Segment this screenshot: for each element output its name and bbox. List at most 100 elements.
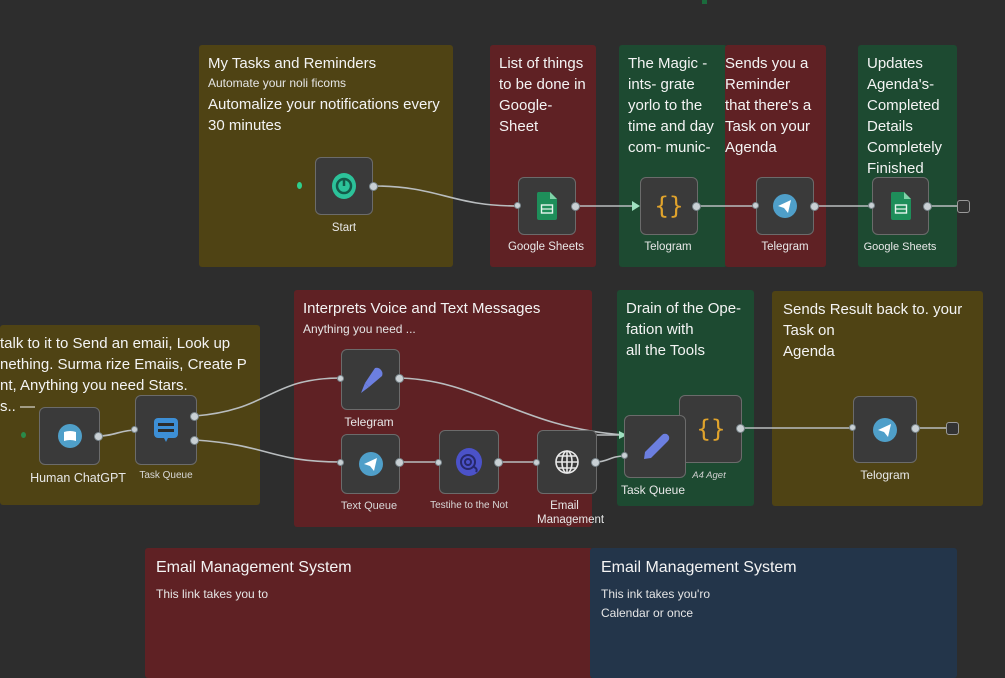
node-email-management[interactable]	[537, 430, 597, 494]
node-telegram-reminder[interactable]	[756, 177, 814, 235]
input-port[interactable]	[533, 459, 540, 466]
output-port[interactable]	[923, 202, 932, 211]
node-label: Task Queue	[620, 483, 686, 497]
node-label: Testihe to the Not	[430, 500, 508, 511]
output-port[interactable]	[190, 412, 199, 421]
node-label: Telogram	[644, 241, 692, 253]
node-testihe[interactable]	[439, 430, 499, 494]
connection-taskqueue-to-textqueue	[194, 439, 342, 463]
node-label: Google Sheets	[507, 241, 585, 253]
input-port[interactable]	[337, 459, 344, 466]
group-email-management-system[interactable]: Email Management System This link takes …	[145, 548, 593, 678]
node-label: Human ChatGPT	[30, 471, 126, 485]
connection-start-to-gsheets	[372, 185, 519, 207]
node-label: Start	[331, 222, 357, 234]
node-text-queue[interactable]	[341, 434, 400, 494]
arrow-head	[632, 201, 640, 211]
input-port[interactable]	[752, 202, 759, 209]
output-port[interactable]	[911, 424, 920, 433]
openai-icon	[456, 448, 482, 476]
node-label: A4 Aget	[692, 470, 726, 481]
svg-text:{}: {}	[655, 192, 684, 220]
output-port[interactable]	[395, 374, 404, 383]
node-label: Telogram	[860, 468, 910, 482]
input-port[interactable]	[621, 452, 628, 459]
output-port[interactable]	[810, 202, 819, 211]
group-description-line: nt, Anything you need Stars.	[0, 377, 188, 394]
input-port[interactable]	[131, 426, 138, 433]
connection-taskqueue-to-voice	[194, 377, 342, 417]
node-telegram-voice[interactable]	[341, 349, 400, 410]
node-start[interactable]	[315, 157, 373, 215]
node-google-sheets-2[interactable]	[872, 177, 929, 235]
node-telegram-final[interactable]	[853, 396, 917, 463]
globe-icon	[555, 450, 579, 474]
input-port[interactable]	[337, 375, 344, 382]
group-description-line: talk to it to Send an emaii, Look up	[0, 335, 231, 352]
group-description: The Magic - ints- grate yorlo to the tim…	[628, 55, 714, 156]
output-port[interactable]	[571, 202, 580, 211]
node-label: Telegram	[761, 241, 809, 253]
telegram-icon	[358, 452, 383, 476]
telegram-icon	[873, 417, 897, 442]
queue-message-icon	[154, 418, 178, 442]
group-title: Email Management System	[601, 559, 797, 576]
group-my-tasks-and-reminders[interactable]: My Tasks and Reminders Automate your nol…	[199, 45, 453, 267]
group-description-line: Sends Result back to. your	[783, 301, 963, 318]
node-ai-agent[interactable]: {}	[679, 395, 742, 463]
add-node-endpoint[interactable]	[946, 422, 959, 435]
node-code-telogram[interactable]: {}	[640, 177, 698, 235]
arrow-head	[619, 431, 627, 439]
telegram-icon	[773, 194, 797, 218]
node-label: Telegram	[344, 415, 394, 429]
group-description: Updates Agenda's- Completed Details Comp…	[867, 55, 943, 177]
clock-trigger-icon	[332, 173, 356, 199]
input-port[interactable]	[514, 202, 521, 209]
pencil-icon	[644, 433, 670, 459]
code-braces-icon: {}	[655, 192, 684, 220]
node-human-chatgpt[interactable]	[39, 407, 100, 465]
output-port[interactable]	[736, 424, 745, 433]
group-description-line: Agenda	[783, 343, 835, 360]
node-task-queue-2[interactable]	[624, 415, 686, 478]
group-description-line: Task on	[783, 322, 835, 339]
microphone-icon	[360, 367, 382, 393]
group-title: Email Management System	[156, 559, 352, 576]
google-sheets-icon	[536, 192, 557, 220]
output-port[interactable]	[190, 436, 199, 445]
chat-bubble-icon	[57, 424, 82, 448]
group-description-line: fation with	[626, 321, 694, 338]
node-task-queue-1[interactable]	[135, 395, 197, 465]
group-description-line: s.. —	[0, 398, 36, 415]
node-label: Google Sheets	[863, 241, 937, 253]
group-description: This link takes you to	[156, 587, 269, 601]
group-description: List of things to be done in Google-Shee…	[499, 55, 586, 135]
node-google-sheets-1[interactable]	[518, 177, 576, 235]
output-port[interactable]	[591, 458, 600, 467]
group-description-line: This ink takes you'ro	[601, 587, 711, 601]
group-title: Interprets Voice and Text Messages	[303, 300, 541, 317]
group-subtitle: Anything you need ...	[303, 322, 416, 336]
group-description-line: Drain of the Ope-	[626, 300, 742, 317]
group-subtitle: Automate your noli ficoms	[208, 76, 347, 90]
group-email-management-system-calendar[interactable]: Email Management System This ink takes y…	[590, 548, 957, 678]
code-braces-icon: {}	[696, 415, 725, 443]
group-description: Sends you a Reminder that there's a Task…	[725, 55, 812, 156]
input-port[interactable]	[849, 424, 856, 431]
node-label: Email Management	[537, 500, 605, 526]
group-sheet-list[interactable]: List of things to be done in Google-Shee…	[490, 45, 596, 267]
output-port[interactable]	[369, 182, 378, 191]
output-port[interactable]	[494, 458, 503, 467]
group-description-line: nething. Surma rize Emaiis, Create P	[0, 356, 247, 373]
group-title: My Tasks and Reminders	[208, 55, 377, 72]
output-port[interactable]	[94, 432, 103, 441]
group-description: Automalize your notifications every 30 m…	[208, 96, 440, 134]
input-port[interactable]	[868, 202, 875, 209]
output-port[interactable]	[395, 458, 404, 467]
node-label: Task Queue	[139, 470, 193, 481]
input-port[interactable]	[435, 459, 442, 466]
output-port[interactable]	[692, 202, 701, 211]
add-node-endpoint[interactable]	[957, 200, 970, 213]
status-mark	[702, 0, 707, 4]
